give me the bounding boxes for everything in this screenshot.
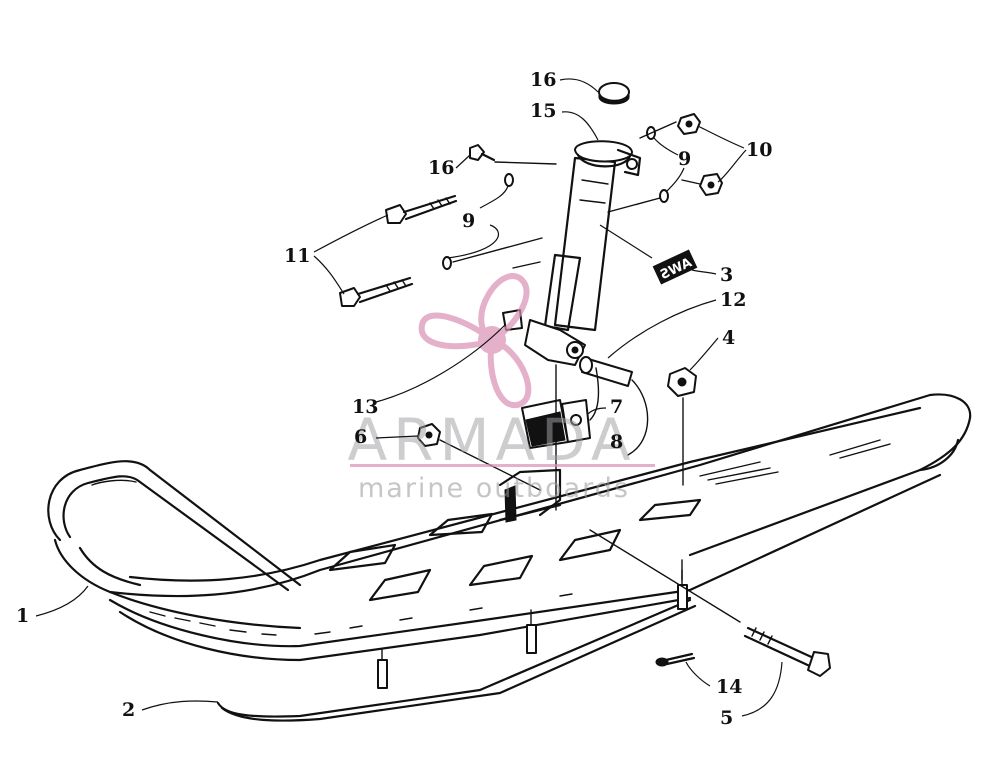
- shock-decal: AWS: [652, 249, 698, 285]
- callout-4: 4: [722, 327, 735, 349]
- callout-6: 6: [354, 426, 367, 448]
- callout-9-right: 12: [720, 289, 746, 311]
- callout-13: 16: [428, 157, 454, 179]
- callout-12: 16: [530, 69, 556, 91]
- nut-part-10: [677, 113, 723, 196]
- cotter-part-15: [655, 652, 696, 667]
- callout-3: 3: [720, 264, 733, 286]
- cap-part-12: [598, 82, 630, 105]
- bolt-part-13: [469, 144, 496, 162]
- callouts: 16 15 16 9 9 10 11 3 12 4 13 6 7 8 1: [16, 69, 783, 729]
- callout-7: 7: [610, 396, 623, 418]
- callout-16-left: 9: [462, 210, 475, 232]
- callout-1: 1: [16, 605, 29, 627]
- watermark-divider: [350, 464, 655, 467]
- propeller-icon: [418, 273, 532, 409]
- callout-10: 10: [746, 139, 772, 161]
- callout-16-right: 9: [678, 148, 691, 170]
- shock-absorber: AWS: [524, 140, 698, 366]
- callout-9-left: 13: [352, 396, 378, 418]
- bolt-part-5: [743, 626, 831, 677]
- watermark: ARMADA marine outboards: [347, 273, 655, 504]
- callout-15: 14: [716, 676, 742, 698]
- callout-5: 5: [720, 707, 733, 729]
- nut-part-4: [667, 367, 697, 397]
- nut-part-6: [417, 423, 441, 447]
- bolt-part-14: [339, 194, 458, 307]
- callout-11: 15: [530, 100, 556, 122]
- watermark-title: ARMADA: [347, 406, 636, 474]
- callout-8: 8: [610, 431, 623, 453]
- watermark-subtitle: marine outboards: [358, 473, 630, 504]
- callout-14: 11: [284, 245, 310, 267]
- callout-2: 2: [122, 699, 135, 721]
